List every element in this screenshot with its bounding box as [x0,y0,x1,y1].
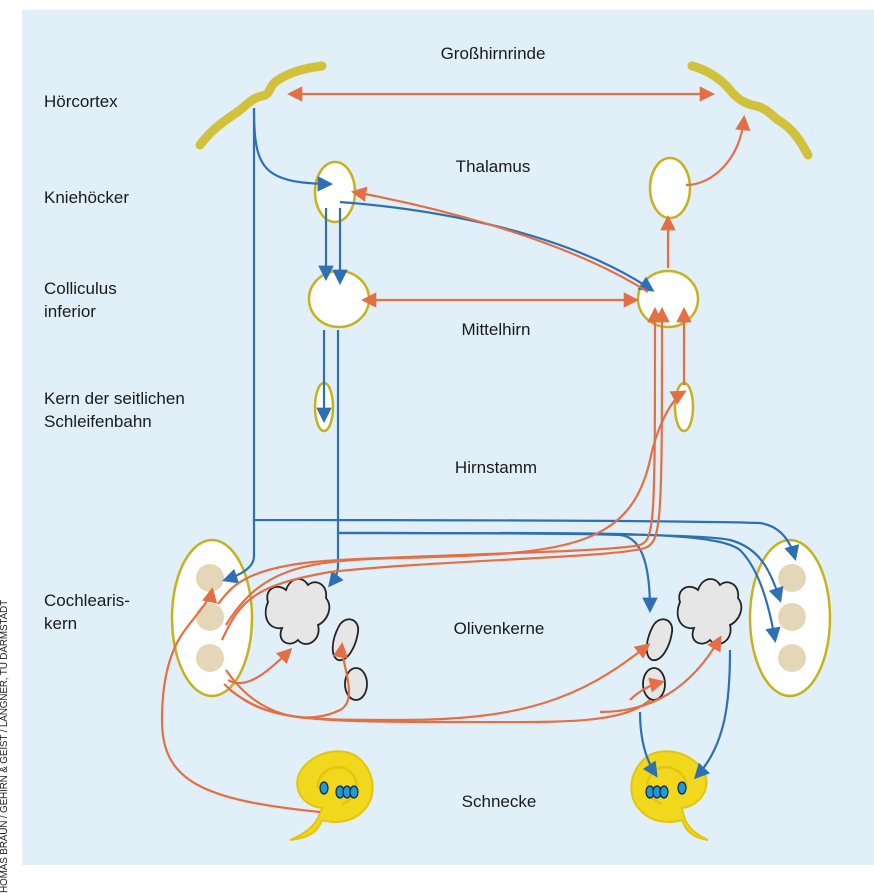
left-olivary-complex [266,579,367,700]
right-auditory-cortex [692,66,808,155]
label-lemniscus-line1: Kern der seitlichen [44,387,185,411]
right-inferior-colliculus [638,271,698,327]
label-colliculus-line1: Colliculus [44,277,117,301]
label-cochlea: Schnecke [462,790,537,814]
label-cochlear-line1: Cochlearis- [44,589,130,613]
label-thalamus: Thalamus [456,155,531,179]
label-olivary-nuclei: Olivenkerne [454,617,545,641]
label-cerebral-cortex: Großhirnrinde [441,42,546,66]
label-midbrain: Mittelhirn [462,318,531,342]
right-geniculate-nucleus [650,158,690,218]
label-colliculus-line2: inferior [44,300,96,324]
right-olivary-complex [643,579,741,700]
label-brainstem: Hirnstamm [455,456,537,480]
left-geniculate-nucleus [315,162,355,222]
label-lemniscus-line2: Schleifenbahn [44,410,152,434]
left-auditory-cortex [200,66,322,145]
descending-pathways [225,108,795,777]
left-cochlea [290,751,373,840]
right-lateral-lemniscus-nucleus [675,383,693,431]
label-auditory-cortex: Hörcortex [44,90,118,114]
label-cochlear-line2: kern [44,612,77,636]
right-cochlea [631,751,708,840]
label-geniculate-body: Kniehöcker [44,186,129,210]
